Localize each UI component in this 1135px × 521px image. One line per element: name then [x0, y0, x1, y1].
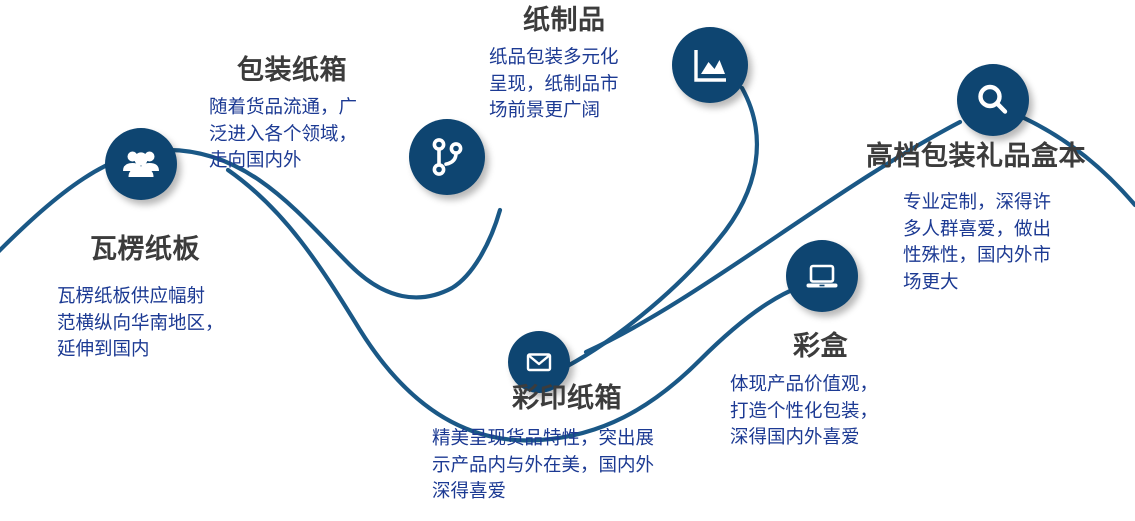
text-block-premium-gift-box: 高档包装礼品盒本 专业定制，深得许 多人群喜爱，做出 性殊性，国内外市 场更大	[866, 142, 1134, 297]
node-circle-packaging-carton[interactable]	[409, 119, 485, 195]
heading-color-box: 彩盒	[793, 331, 848, 362]
text-block-packaging-carton: 包装纸箱 随着货品流通，广 泛进入各个领域， 走向国内外	[209, 56, 439, 175]
search-icon	[973, 80, 1013, 120]
node-circle-color-printed-carton[interactable]	[508, 331, 570, 393]
body-corrugated-board: 瓦楞纸板供应幅射 范横纵向华南地区， 延伸到国内	[57, 285, 224, 361]
text-block-color-printed-carton: 彩印纸箱 精美呈现货品特性，突出展 示产品内与外在美，国内外 深得喜爱	[432, 384, 732, 506]
text-block-corrugated-board: 瓦楞纸板 瓦楞纸板供应幅射 范横纵向华南地区， 延伸到国内	[57, 235, 307, 364]
text-block-color-box: 彩盒 体现产品价值观， 打造个性化包装， 深得国内外喜爱	[730, 332, 950, 452]
area-chart-icon	[689, 44, 731, 86]
heading-corrugated-board: 瓦楞纸板	[90, 234, 200, 265]
heading-premium-gift-box: 高档包装礼品盒本	[866, 141, 1086, 172]
node-circle-corrugated-board[interactable]	[105, 128, 177, 200]
node-circle-color-box[interactable]	[786, 240, 858, 312]
heading-color-printed-carton: 彩印纸箱	[512, 383, 622, 414]
curve-paperproducts-descent	[553, 85, 759, 375]
body-color-printed-carton: 精美呈现货品特性，突出展 示产品内与外在美，国内外 深得喜爱	[432, 427, 655, 503]
node-circle-paper-products[interactable]	[672, 27, 748, 103]
body-paper-products: 纸品包装多元化 呈现，纸制品市 场前景更广阔	[489, 46, 619, 122]
laptop-icon	[802, 256, 842, 296]
envelope-icon	[522, 345, 556, 379]
text-block-paper-products: 纸制品 纸品包装多元化 呈现，纸制品市 场前景更广阔	[489, 6, 679, 125]
heading-packaging-carton: 包装纸箱	[237, 55, 347, 86]
body-premium-gift-box: 专业定制，深得许 多人群喜爱，做出 性殊性，国内外市 场更大	[903, 191, 1052, 294]
body-color-box: 体现产品价值观， 打造个性化包装， 深得国内外喜爱	[730, 373, 879, 449]
body-packaging-carton: 随着货品流通，广 泛进入各个领域， 走向国内外	[209, 96, 358, 172]
heading-paper-products: 纸制品	[523, 5, 606, 36]
git-branch-icon	[426, 136, 468, 178]
node-circle-premium-gift-box[interactable]	[957, 64, 1029, 136]
users-group-icon	[121, 144, 161, 184]
